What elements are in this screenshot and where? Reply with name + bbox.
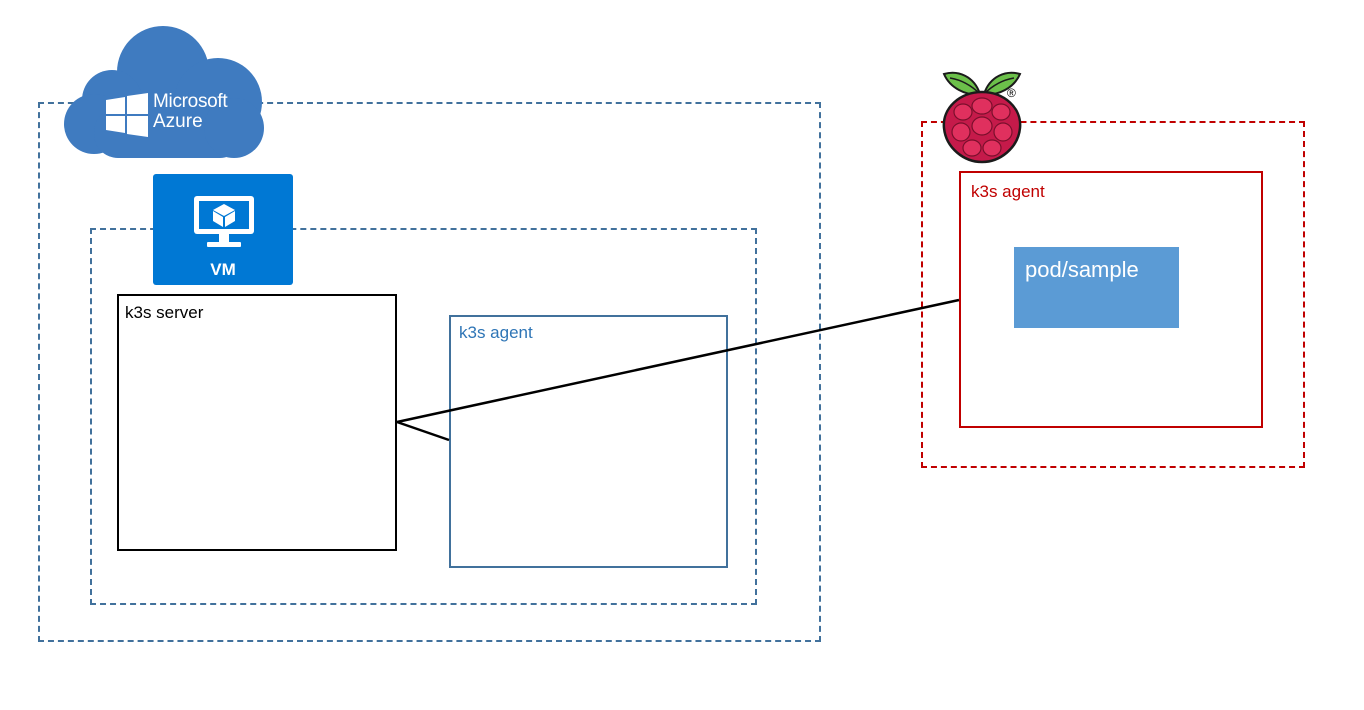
pi-k3s-agent-label: k3s agent bbox=[971, 182, 1045, 201]
vm-tile: VM bbox=[153, 174, 293, 285]
raspberry-pi-region bbox=[921, 121, 1305, 468]
azure-k3s-agent-box: k3s agent bbox=[449, 315, 728, 568]
line-server-to-azure-agent bbox=[396, 420, 450, 442]
pi-k3s-agent-box: k3s agent bbox=[959, 171, 1263, 428]
raspberry-pi-icon bbox=[942, 71, 1022, 164]
registered-mark: ® bbox=[1007, 86, 1016, 100]
line-server-to-pi-agent bbox=[396, 298, 960, 424]
azure-k3s-agent-label: k3s agent bbox=[459, 323, 533, 342]
pod-sample-label: pod/sample bbox=[1025, 257, 1139, 282]
vm-monitor-icon bbox=[194, 196, 254, 247]
k3s-server-label: k3s server bbox=[125, 303, 204, 322]
azure-logo-azure: Azure bbox=[153, 111, 203, 132]
raspberry-pi-logo: ® bbox=[936, 66, 1028, 166]
pod-sample-box: pod/sample bbox=[1014, 247, 1179, 328]
azure-region bbox=[38, 102, 821, 642]
azure-logo-microsoft: Microsoft bbox=[153, 91, 228, 112]
k3s-server-box: k3s server bbox=[117, 294, 397, 551]
vm-label: VM bbox=[210, 260, 236, 279]
azure-cloud-icon bbox=[64, 26, 264, 158]
vm-region bbox=[90, 228, 757, 605]
azure-logo: Microsoft Azure bbox=[58, 20, 270, 162]
